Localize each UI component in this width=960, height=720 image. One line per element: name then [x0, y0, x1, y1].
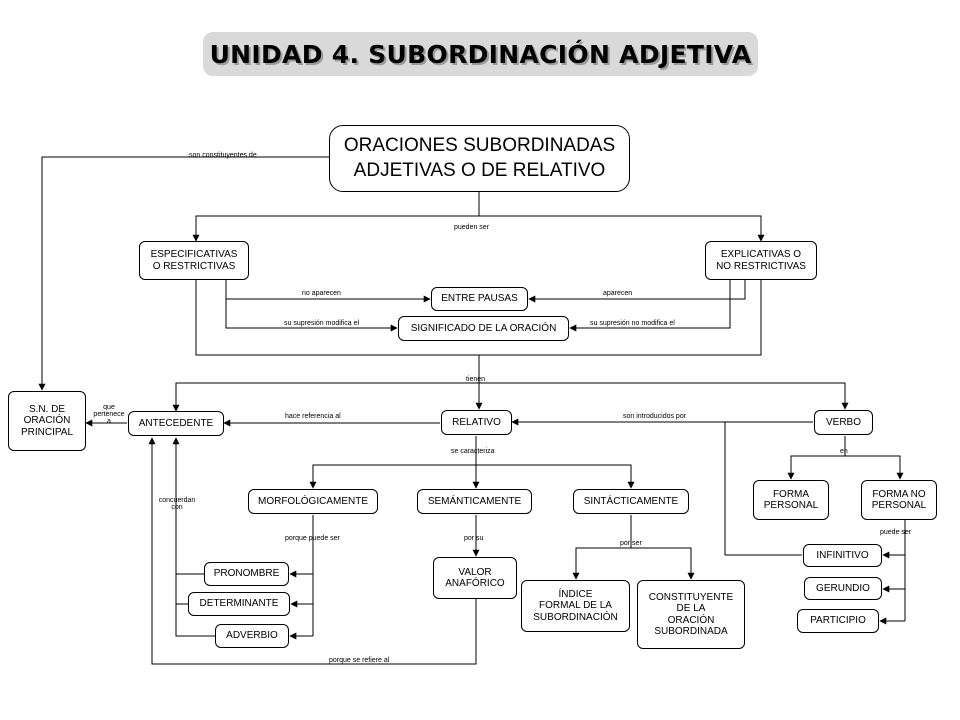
- line-to-verbo: [479, 382, 849, 410]
- label-concuerdan: concuerdan con: [158, 497, 196, 511]
- node-forma-personal: FORMA PERSONAL: [753, 480, 829, 520]
- label-puede-ser: puede ser: [880, 529, 912, 536]
- line-esp-to-significado: [225, 299, 398, 332]
- label-pueden-ser: pueden ser: [454, 224, 490, 231]
- node-oraciones-subordinadas: ORACIONES SUBORDINADAS ADJETIVAS O DE RE…: [329, 125, 630, 192]
- node-verbo: VERBO: [814, 410, 873, 435]
- line-to-forma-no-personal: [845, 455, 904, 480]
- label-hace-referencia: hace referencia al: [285, 413, 341, 420]
- line-to-morfo: [309, 464, 476, 489]
- label-porque-puede-ser: porque puede ser: [285, 535, 340, 542]
- line-valor-to-ante: [148, 437, 477, 665]
- node-entre-pausas: ENTRE PAUSAS: [431, 287, 528, 311]
- line-main-to-sn: [38, 156, 329, 391]
- node-infinitivo: INFINITIVO: [803, 544, 882, 567]
- node-especificativas: ESPECIFICATIVAS O RESTRICTIVAS: [139, 241, 249, 280]
- line-infinitivo-up: [724, 422, 802, 556]
- label-tienen: tienen: [466, 376, 486, 383]
- node-pronombre: PRONOMBRE: [204, 562, 289, 586]
- node-participio: PARTICIPIO: [797, 609, 879, 633]
- node-sn-oracion-principal: S.N. DE ORACIÓN PRINCIPAL: [8, 391, 86, 451]
- node-relativo: RELATIVO: [441, 410, 512, 435]
- line-to-antecedente: [172, 382, 479, 412]
- node-sintacticamente: SINTÁCTICAMENTE: [573, 489, 689, 514]
- line-to-constituyente: [631, 547, 695, 580]
- node-morfologicamente: MORFOLÓGICAMENTE: [248, 489, 378, 514]
- node-adverbio: ADVERBIO: [215, 624, 289, 648]
- node-explicativas: EXPLICATIVAS O NO RESTRICTIVAS: [705, 241, 817, 280]
- label-por-ser: por ser: [620, 540, 642, 547]
- label-supresion-no-modifica: su supresión no modifica el: [590, 320, 675, 327]
- label-por-su: por su: [464, 535, 484, 542]
- line-concuerdan: [175, 573, 215, 637]
- label-no-aparecen: no aparecen: [302, 290, 341, 297]
- node-indice-formal: ÍNDICE FORMAL DE LA SUBORDINACIÓN: [521, 580, 630, 632]
- node-valor-anaforico: VALOR ANAFÓRICO: [433, 557, 517, 599]
- line-exp-to-pausas: [528, 280, 746, 303]
- node-forma-no-personal: FORMA NO PERSONAL: [861, 480, 937, 520]
- line-to-especificativas: [192, 215, 479, 242]
- label-que-pertenece: que pertenece a: [93, 404, 125, 425]
- label-son-constituyentes: son constituyentes de: [189, 152, 257, 159]
- line-to-sintac: [476, 464, 635, 489]
- label-en: en: [840, 448, 848, 455]
- node-constituyente: CONSTITUYENTE DE LA ORACIÓN SUBORDINADA: [637, 580, 745, 649]
- node-determinante: DETERMINANTE: [188, 592, 290, 616]
- line-to-indice: [572, 547, 631, 580]
- node-significado: SIGNIFICADO DE LA ORACIÓN: [398, 316, 569, 341]
- label-son-introducidos: son introducidos por: [623, 413, 687, 420]
- line-to-forma-personal: [787, 455, 845, 480]
- node-semanticamente: SEMÁNTICAMENTE: [417, 489, 532, 514]
- page-title: UNIDAD 4. SUBORDINACIÓN ADJETIVA: [209, 39, 752, 69]
- line-exp-to-significado: [569, 280, 731, 332]
- line-to-explicativas: [479, 215, 765, 242]
- node-gerundio: GERUNDIO: [804, 577, 882, 600]
- title-banner: UNIDAD 4. SUBORDINACIÓN ADJETIVA: [203, 32, 758, 76]
- node-antecedente: ANTECEDENTE: [128, 411, 224, 436]
- label-supresion-modifica: su supresión modifica el: [284, 320, 360, 327]
- label-porque-se-refiere: porque se refiere al: [329, 657, 390, 664]
- label-se-caracteriza: se caracteriza: [451, 448, 495, 455]
- label-aparecen: aparecen: [603, 290, 633, 297]
